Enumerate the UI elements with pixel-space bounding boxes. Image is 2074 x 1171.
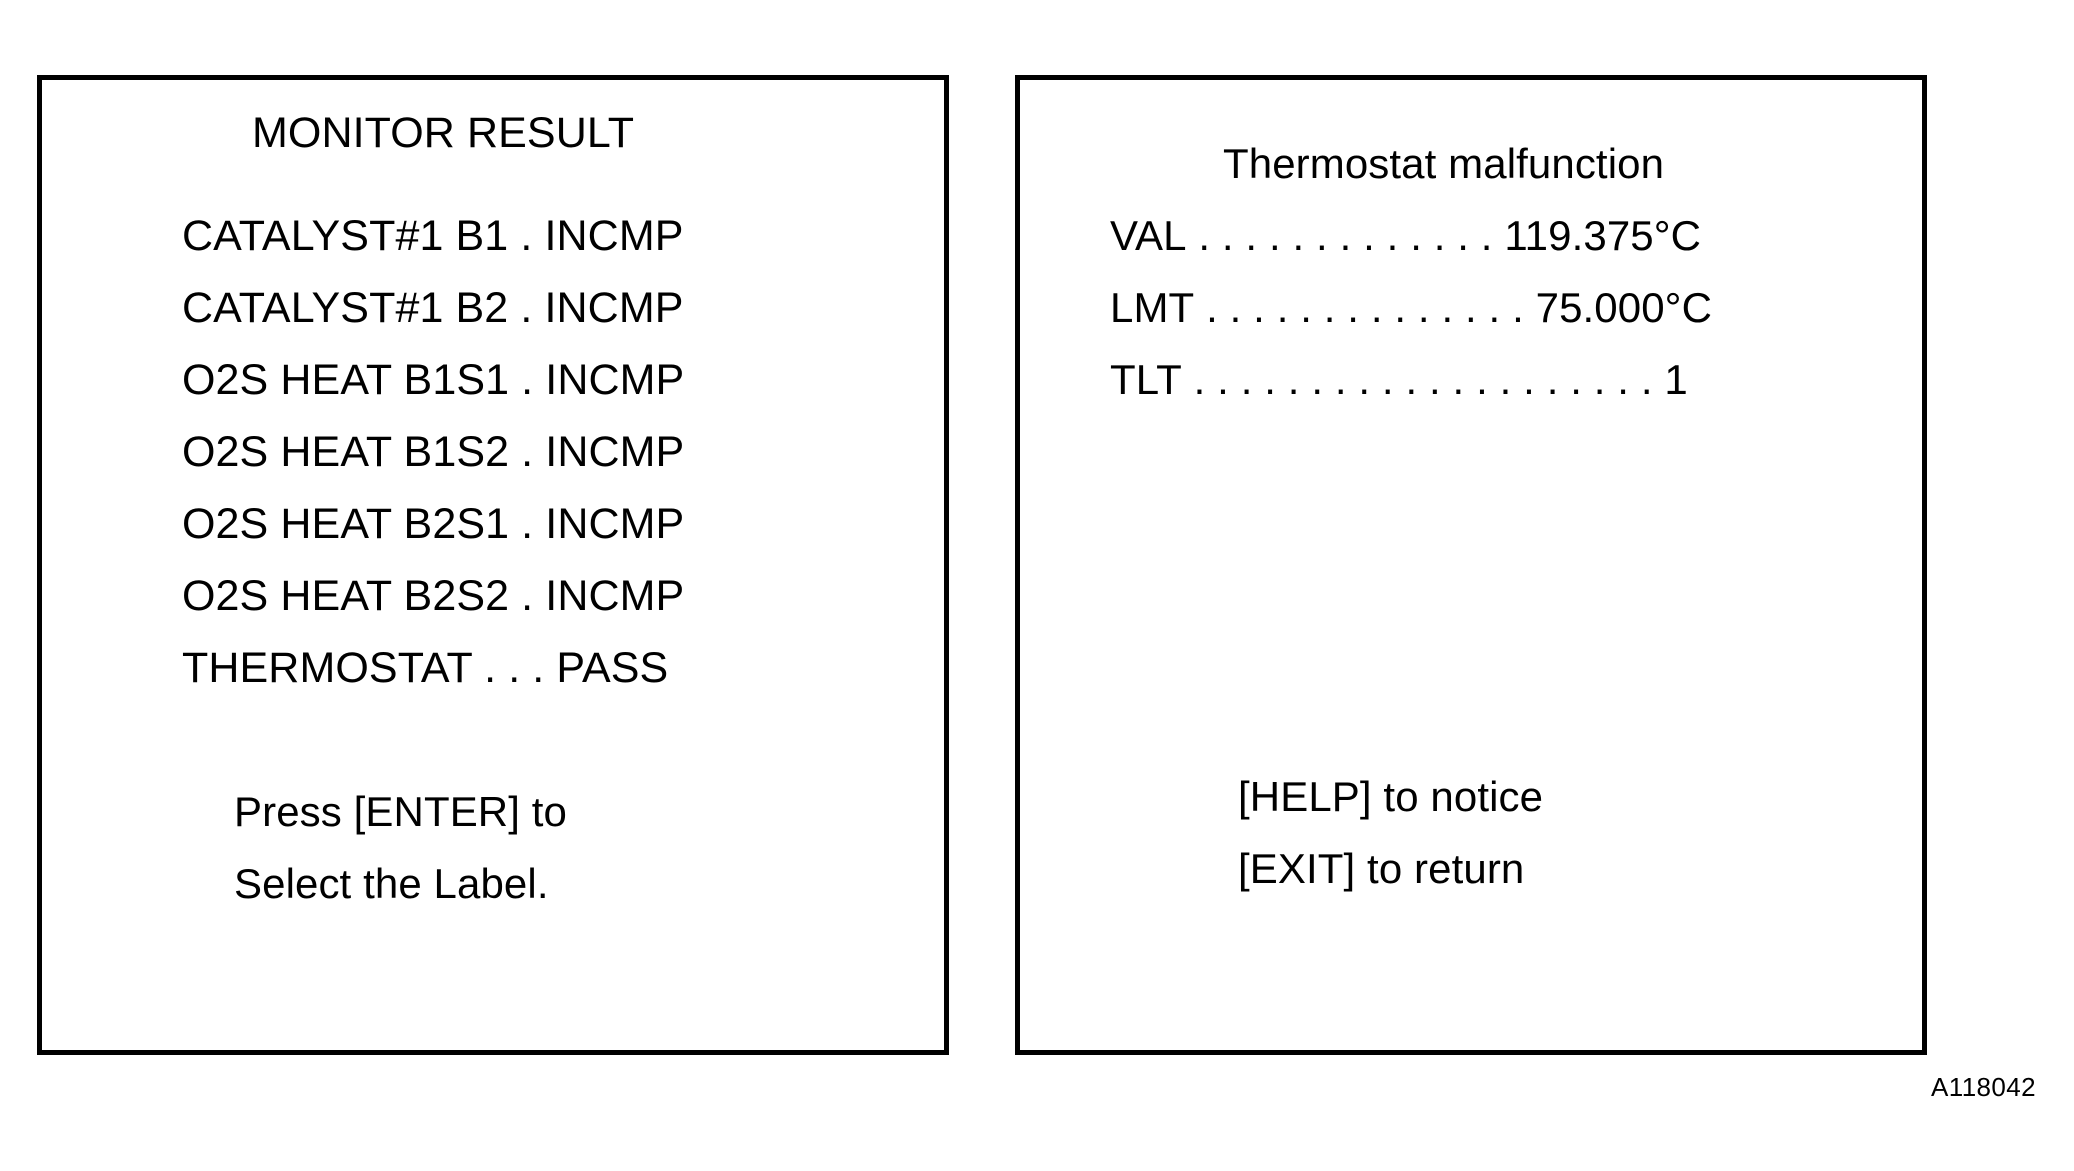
detail-row-lmt-label: LMT bbox=[1110, 284, 1195, 331]
detail-row-tlt-value: 1 bbox=[1664, 356, 1688, 403]
monitor-item-o2s-heat-b1s1[interactable]: O2S HEAT B1S1 . INCMP bbox=[182, 356, 685, 404]
thermostat-detail-panel-inner: Thermostat malfunction VAL . . . . . . .… bbox=[1020, 80, 1922, 1050]
detail-row-val-leader-dots: . . . . . . . . . . . . . bbox=[1186, 212, 1505, 259]
thermostat-detail-help-hint[interactable]: [HELP] to notice bbox=[1238, 773, 1544, 820]
detail-row-tlt: TLT . . . . . . . . . . . . . . . . . . … bbox=[1110, 359, 1810, 401]
monitor-result-panel-inner: MONITOR RESULT CATALYST#1 B1 . INCMP CAT… bbox=[42, 80, 944, 1050]
monitor-item-o2s-heat-b2s2[interactable]: O2S HEAT B2S2 . INCMP bbox=[182, 572, 685, 620]
detail-row-lmt: LMT . . . . . . . . . . . . . . 75.000°C bbox=[1110, 287, 1810, 329]
monitor-result-hint-line-2: Select the Label. bbox=[234, 860, 549, 907]
monitor-item-o2s-heat-b2s1[interactable]: O2S HEAT B2S1 . INCMP bbox=[182, 500, 685, 548]
monitor-item-o2s-heat-b1s2[interactable]: O2S HEAT B1S2 . INCMP bbox=[182, 428, 685, 476]
monitor-result-title: MONITOR RESULT bbox=[252, 109, 635, 157]
monitor-item-catalyst1-b2[interactable]: CATALYST#1 B2 . INCMP bbox=[182, 284, 684, 332]
thermostat-detail-exit-hint[interactable]: [EXIT] to return bbox=[1238, 845, 1525, 892]
detail-row-val-value: 119.375°C bbox=[1504, 212, 1702, 259]
figure-reference-code: A118042 bbox=[1931, 1072, 2036, 1102]
monitor-result-panel: MONITOR RESULT CATALYST#1 B1 . INCMP CAT… bbox=[37, 75, 949, 1055]
detail-row-lmt-value: 75.000°C bbox=[1535, 284, 1713, 331]
detail-row-tlt-label: TLT bbox=[1110, 356, 1182, 403]
monitor-result-hint-line-1: Press [ENTER] to bbox=[234, 788, 568, 835]
thermostat-detail-panel: Thermostat malfunction VAL . . . . . . .… bbox=[1015, 75, 1927, 1055]
detail-row-val: VAL . . . . . . . . . . . . . 119.375°C bbox=[1110, 215, 1810, 257]
detail-row-val-label: VAL bbox=[1110, 212, 1187, 259]
detail-row-lmt-leader-dots: . . . . . . . . . . . . . . bbox=[1194, 284, 1536, 331]
monitor-item-thermostat[interactable]: THERMOSTAT . . . PASS bbox=[182, 644, 669, 692]
thermostat-detail-title: Thermostat malfunction bbox=[1223, 140, 1665, 187]
detail-row-tlt-leader-dots: . . . . . . . . . . . . . . . . . . . . bbox=[1181, 356, 1665, 403]
monitor-item-catalyst1-b1[interactable]: CATALYST#1 B1 . INCMP bbox=[182, 212, 684, 260]
